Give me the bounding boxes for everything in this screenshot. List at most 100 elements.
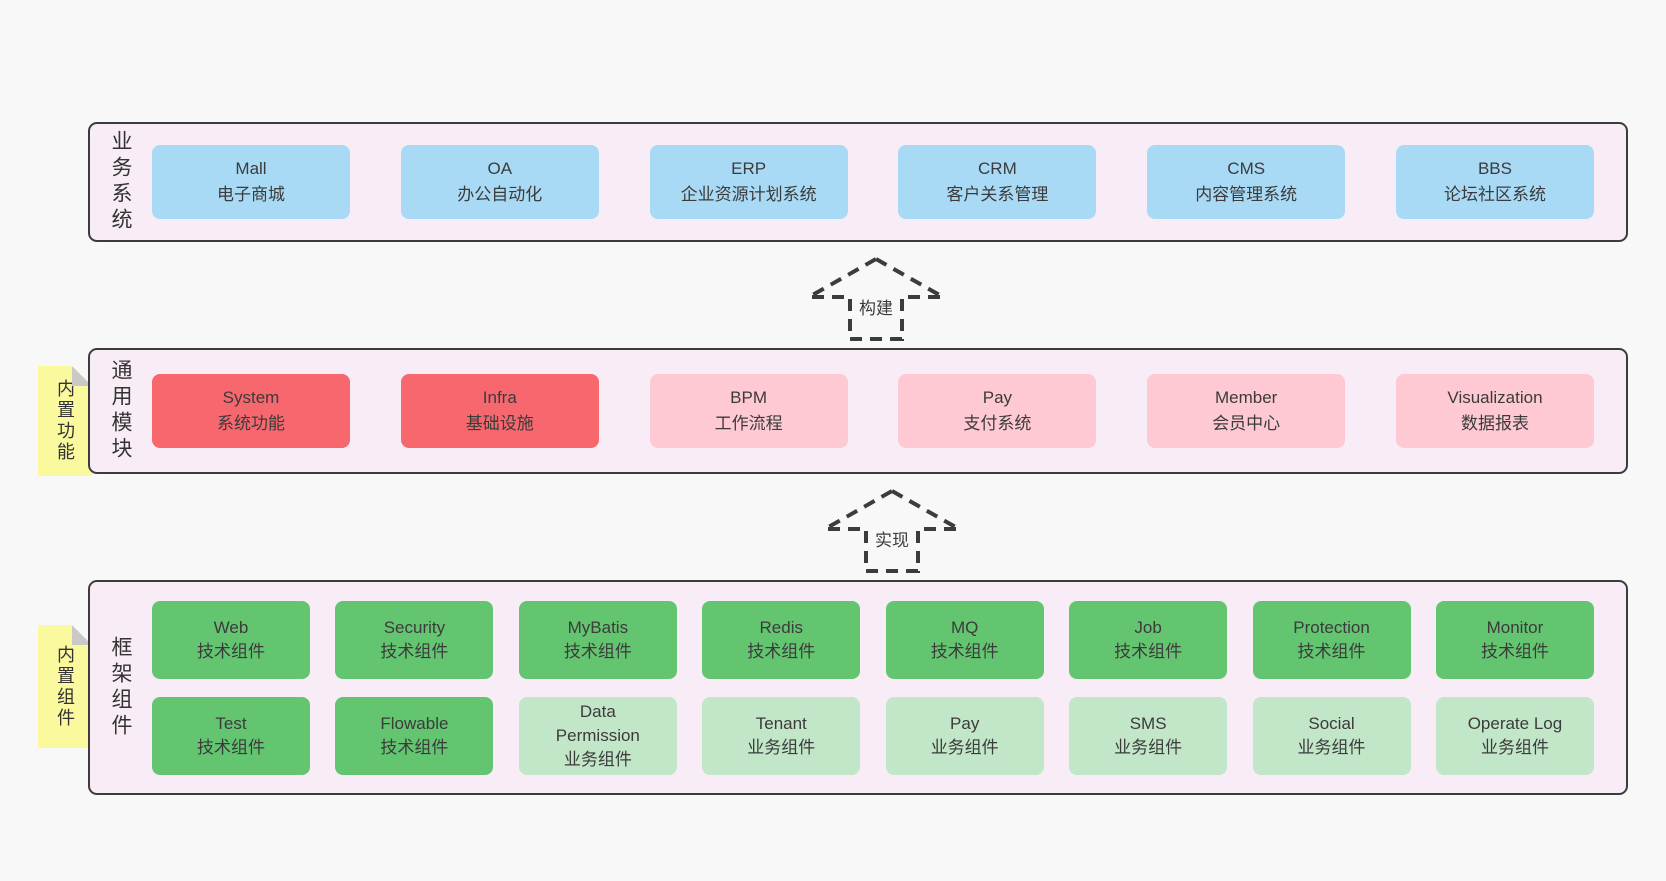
- box-flowable-en: Flowable: [380, 714, 449, 734]
- box-test: Test 技术组件: [152, 697, 310, 775]
- box-security-zh: 技术组件: [380, 642, 449, 661]
- box-mall: Mall 电子商城: [152, 145, 350, 219]
- box-pay-module: Pay 支付系统: [898, 374, 1097, 448]
- box-pay-component-zh: 业务组件: [930, 738, 999, 757]
- box-test-en: Test: [215, 714, 247, 734]
- box-member-zh: 会员中心: [1212, 414, 1281, 433]
- implement-arrow: 实现: [822, 488, 962, 574]
- box-erp-en: ERP: [731, 158, 767, 178]
- box-monitor: Monitor 技术组件: [1435, 601, 1594, 679]
- box-infra-zh: 基础设施: [465, 414, 534, 433]
- box-security-en: Security: [383, 618, 446, 638]
- framework-components-label: 框架组件: [109, 635, 132, 740]
- up-arrow-dashed-icon: [822, 488, 962, 573]
- box-operate-log-en: Operate Log: [1467, 714, 1563, 734]
- box-bbs-en: BBS: [1477, 158, 1512, 178]
- built-in-components-sticky-label: 内置组件: [55, 644, 75, 729]
- box-bpm-zh: 工作流程: [714, 414, 783, 433]
- common-modules-boxes: System 系统功能 Infra 基础设施 BPM 工作流程 Pay 支付系统…: [152, 350, 1594, 472]
- box-protection-en: Protection: [1293, 618, 1370, 638]
- box-visualization: Visualization 数据报表: [1395, 374, 1594, 448]
- box-pay-module-zh: 支付系统: [963, 414, 1032, 433]
- box-infra: Infra 基础设施: [400, 374, 599, 448]
- box-visualization-zh: 数据报表: [1460, 414, 1529, 433]
- box-mall-en: Mall: [235, 158, 267, 178]
- box-test-zh: 技术组件: [197, 738, 265, 757]
- box-social: Social 业务组件: [1252, 697, 1411, 775]
- box-flowable: Flowable 技术组件: [335, 697, 494, 775]
- box-redis: Redis 技术组件: [702, 601, 861, 679]
- box-mq-en: MQ: [950, 618, 979, 638]
- box-system-en: System: [222, 387, 280, 407]
- box-social-zh: 业务组件: [1297, 738, 1366, 757]
- box-cms: CMS 内容管理系统: [1147, 145, 1346, 219]
- common-modules-panel: 通用模块 System 系统功能 Infra 基础设施 BPM 工作流程 Pay…: [88, 348, 1628, 474]
- build-arrow: 构建: [806, 256, 946, 342]
- framework-components-grid: Web 技术组件 Security 技术组件 MyBatis 技术组件 Redi…: [152, 601, 1594, 775]
- box-visualization-en: Visualization: [1447, 387, 1543, 407]
- box-data-permission-zh: 业务组件: [563, 749, 632, 769]
- box-pay-module-en: Pay: [982, 387, 1013, 407]
- box-security: Security 技术组件: [335, 601, 494, 679]
- box-mybatis-zh: 技术组件: [563, 642, 632, 661]
- box-flowable-zh: 技术组件: [380, 738, 449, 757]
- build-arrow-label: 构建: [855, 294, 897, 319]
- box-pay-component: Pay 业务组件: [885, 697, 1044, 775]
- box-redis-zh: 技术组件: [747, 642, 816, 661]
- common-modules-label: 通用模块: [109, 359, 132, 463]
- box-data-permission-en: Data Permission: [555, 702, 640, 746]
- box-crm-zh: 客户关系管理: [946, 185, 1049, 204]
- box-bpm: BPM 工作流程: [649, 374, 848, 448]
- business-systems-boxes: Mall 电子商城 OA 办公自动化 ERP 企业资源计划系统 CRM 客户关系…: [152, 124, 1594, 240]
- box-mq: MQ 技术组件: [885, 601, 1044, 679]
- box-mybatis: MyBatis 技术组件: [518, 601, 677, 679]
- box-web: Web 技术组件: [152, 601, 310, 679]
- box-monitor-en: Monitor: [1486, 618, 1544, 638]
- box-cms-en: CMS: [1227, 158, 1266, 178]
- box-protection: Protection 技术组件: [1252, 601, 1411, 679]
- box-mq-zh: 技术组件: [930, 642, 999, 661]
- box-bbs-zh: 论坛社区系统: [1443, 185, 1546, 204]
- box-operate-log-zh: 业务组件: [1480, 738, 1549, 757]
- box-erp: ERP 企业资源计划系统: [649, 145, 848, 219]
- box-crm: CRM 客户关系管理: [898, 145, 1097, 219]
- built-in-features-sticky-label: 内置功能: [55, 379, 75, 463]
- framework-row-bottom: Test 技术组件 Flowable 技术组件 Data Permission …: [152, 697, 1594, 775]
- box-tenant: Tenant 业务组件: [702, 697, 861, 775]
- box-member-en: Member: [1215, 387, 1278, 407]
- box-mall-zh: 电子商城: [217, 185, 285, 204]
- framework-row-top: Web 技术组件 Security 技术组件 MyBatis 技术组件 Redi…: [152, 601, 1594, 679]
- box-redis-en: Redis: [759, 618, 803, 638]
- box-job: Job 技术组件: [1069, 601, 1228, 679]
- business-systems-label: 业务系统: [109, 130, 132, 234]
- framework-components-panel: 框架组件 Web 技术组件 Security 技术组件 MyBatis 技术组件…: [88, 580, 1628, 795]
- box-mybatis-en: MyBatis: [567, 618, 629, 638]
- box-tenant-en: Tenant: [755, 714, 807, 734]
- box-member: Member 会员中心: [1147, 374, 1346, 448]
- box-sms: SMS 业务组件: [1069, 697, 1228, 775]
- box-oa-en: OA: [487, 158, 513, 178]
- box-sms-zh: 业务组件: [1114, 738, 1183, 757]
- box-web-zh: 技术组件: [197, 642, 265, 661]
- box-oa-zh: 办公自动化: [457, 185, 543, 204]
- box-system: System 系统功能: [152, 374, 350, 448]
- box-erp-zh: 企业资源计划系统: [680, 185, 817, 204]
- box-web-en: Web: [213, 618, 249, 638]
- implement-arrow-label: 实现: [871, 526, 913, 551]
- box-monitor-zh: 技术组件: [1480, 642, 1549, 661]
- box-bpm-en: BPM: [730, 387, 768, 407]
- box-oa: OA 办公自动化: [400, 145, 599, 219]
- built-in-components-sticky: 内置组件: [38, 625, 92, 748]
- box-data-permission: Data Permission 业务组件: [518, 697, 677, 775]
- box-system-zh: 系统功能: [217, 414, 285, 433]
- up-arrow-dashed-icon: [806, 256, 946, 341]
- business-systems-panel: 业务系统 Mall 电子商城 OA 办公自动化 ERP 企业资源计划系统 CRM…: [88, 122, 1628, 242]
- box-tenant-zh: 业务组件: [747, 738, 816, 757]
- box-job-zh: 技术组件: [1114, 642, 1183, 661]
- box-job-en: Job: [1134, 618, 1162, 638]
- box-protection-zh: 技术组件: [1297, 642, 1366, 661]
- box-sms-en: SMS: [1129, 714, 1167, 734]
- built-in-features-sticky: 内置功能: [38, 366, 92, 476]
- box-infra-en: Infra: [482, 387, 517, 407]
